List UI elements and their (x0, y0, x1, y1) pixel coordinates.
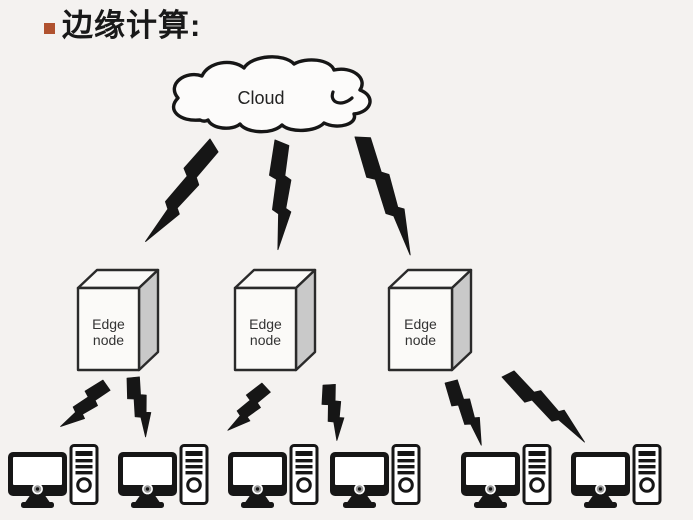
edge-node-box: Edge node (76, 268, 160, 372)
computer-icon (328, 444, 421, 510)
lightning-bolt-icon (225, 378, 273, 440)
lightning-bolt-icon (497, 366, 596, 444)
computer-icon (116, 444, 209, 510)
lightning-bolt-icon (119, 372, 163, 439)
computer-icon (226, 444, 319, 510)
edge-node-label: node (93, 332, 124, 348)
cloud-label: Cloud (237, 88, 284, 108)
edge-node-label: Edge (249, 316, 282, 332)
lightning-bolt-icon (58, 375, 113, 438)
edge-node-label: Edge (92, 316, 125, 332)
cloud-icon: Cloud (171, 55, 372, 134)
page-title: 边缘计算: (44, 6, 201, 46)
computer-icon (569, 444, 662, 510)
page-title-text: 边缘计算: (62, 8, 202, 43)
computer-icon (459, 444, 552, 510)
bullet-icon (44, 23, 55, 34)
edge-node-label: Edge (404, 316, 437, 332)
edge-node-box: Edge node (387, 268, 473, 372)
lightning-bolt-icon (346, 130, 429, 257)
edge-node-label: node (250, 332, 281, 348)
lightning-bolt-icon (143, 134, 223, 252)
computer-icon (6, 444, 99, 510)
lightning-bolt-icon (315, 380, 355, 442)
lightning-bolt-icon (266, 138, 299, 251)
edge-node-label: node (405, 332, 436, 348)
edge-node-box: Edge node (233, 268, 317, 372)
lightning-bolt-icon (438, 375, 497, 447)
